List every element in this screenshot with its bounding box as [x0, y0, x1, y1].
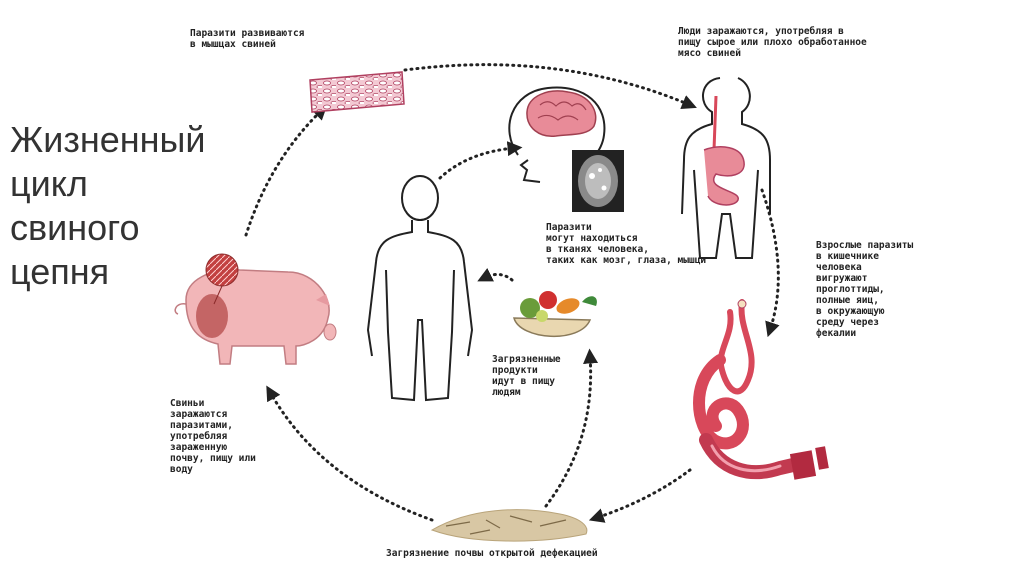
- arrow-human-to-brain: [438, 141, 523, 180]
- cycle-arrows: [244, 63, 780, 523]
- arrow-food-to-human: [477, 267, 514, 282]
- human-figure: [366, 175, 474, 402]
- contaminated-soil: [430, 509, 588, 542]
- head-with-brain: [508, 86, 606, 191]
- arrow-soil-to-food: [544, 348, 599, 508]
- pig: [174, 253, 337, 365]
- brain-scan-image: [572, 150, 624, 212]
- diagram-title: Жизненный цикл свиного цепня: [10, 119, 206, 292]
- arrow-worm-to-soil: [588, 468, 692, 523]
- pig-muscle-tissue: [309, 71, 405, 113]
- label-food: Загрязненные продукти идут в пищу людям: [492, 354, 561, 398]
- arrow-intestine-to-worm: [760, 188, 780, 338]
- label-pigs: Свиньи заражаются паразитами, употребляя…: [170, 398, 256, 475]
- tapeworm: [693, 299, 829, 480]
- label-muscles: Паразити развиваются в мышцах свиней: [190, 28, 305, 50]
- label-adults: Взрослые паразиты в кишечнике человека в…: [816, 240, 914, 339]
- label-soil: Загрязнение почвы открытой дефекацией: [386, 548, 598, 559]
- human-digestive-figure: [681, 77, 771, 259]
- arrow-pig-to-muscle: [244, 104, 328, 237]
- label-infection: Люди заражаются, употребляя в пищу сырое…: [678, 26, 867, 59]
- arrow-muscle-to-human: [403, 63, 697, 109]
- contaminated-food: [513, 291, 597, 338]
- arrow-soil-to-pig: [266, 385, 434, 522]
- label-tissues: Паразити могут находиться в тканях челов…: [546, 222, 707, 266]
